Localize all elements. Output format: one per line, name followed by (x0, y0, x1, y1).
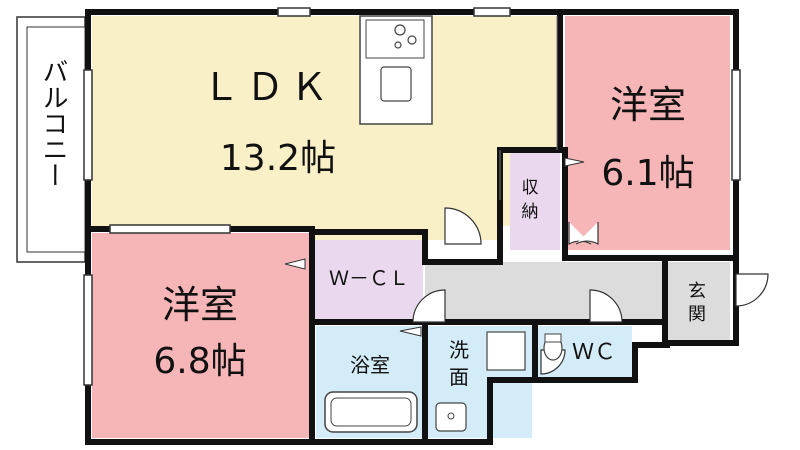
drain-icon (447, 412, 455, 420)
ldk-floor (92, 16, 557, 226)
bath-label: 浴室 (350, 353, 390, 377)
storage-label-1: 収 (522, 178, 539, 198)
bathtub-icon (324, 391, 418, 433)
washbasin-icon (435, 402, 467, 432)
washroom-label-2: 面 (449, 365, 469, 389)
wcl-label: Ｗ－ＣＬ (329, 266, 409, 290)
western-bottom-size: 6.8帖 (153, 341, 246, 382)
door-indicators (284, 157, 585, 337)
thin-lines (499, 16, 558, 200)
wcl-floor (315, 240, 423, 320)
storage-label-2: 納 (522, 202, 539, 222)
entrance-label-2: 関 (688, 304, 706, 325)
stove-burner-icon (394, 41, 402, 49)
hall-floor (425, 262, 667, 322)
doors (412, 207, 769, 375)
bathtub-inner (330, 397, 412, 427)
stove-burner-icon (407, 35, 417, 45)
balcony-rail (26, 26, 86, 253)
stove-burner-icon (394, 24, 406, 36)
ldk-label: ＬＤＫ (202, 65, 334, 109)
western-top-size: 6.1帖 (601, 153, 694, 194)
western-top-label: 洋室 (610, 83, 686, 127)
windows (83, 7, 741, 386)
sink-icon (380, 66, 412, 102)
western-bottom-floor (92, 233, 310, 438)
washroom-label-1: 洗 (449, 338, 469, 362)
western-top-floor (565, 16, 730, 250)
storage-floor (510, 150, 560, 250)
toilet-label: ＷＣ (572, 340, 616, 365)
balcony-label: バルコニー (38, 58, 68, 188)
washing-machine-icon (486, 331, 526, 371)
toilet-icon (543, 333, 563, 361)
entrance-floor (667, 262, 730, 340)
kitchen-counter (359, 15, 433, 125)
western-bottom-label: 洋室 (162, 283, 238, 327)
entrance-label-1: 玄 (688, 281, 706, 302)
ldk-size: 13.2帖 (220, 138, 336, 179)
